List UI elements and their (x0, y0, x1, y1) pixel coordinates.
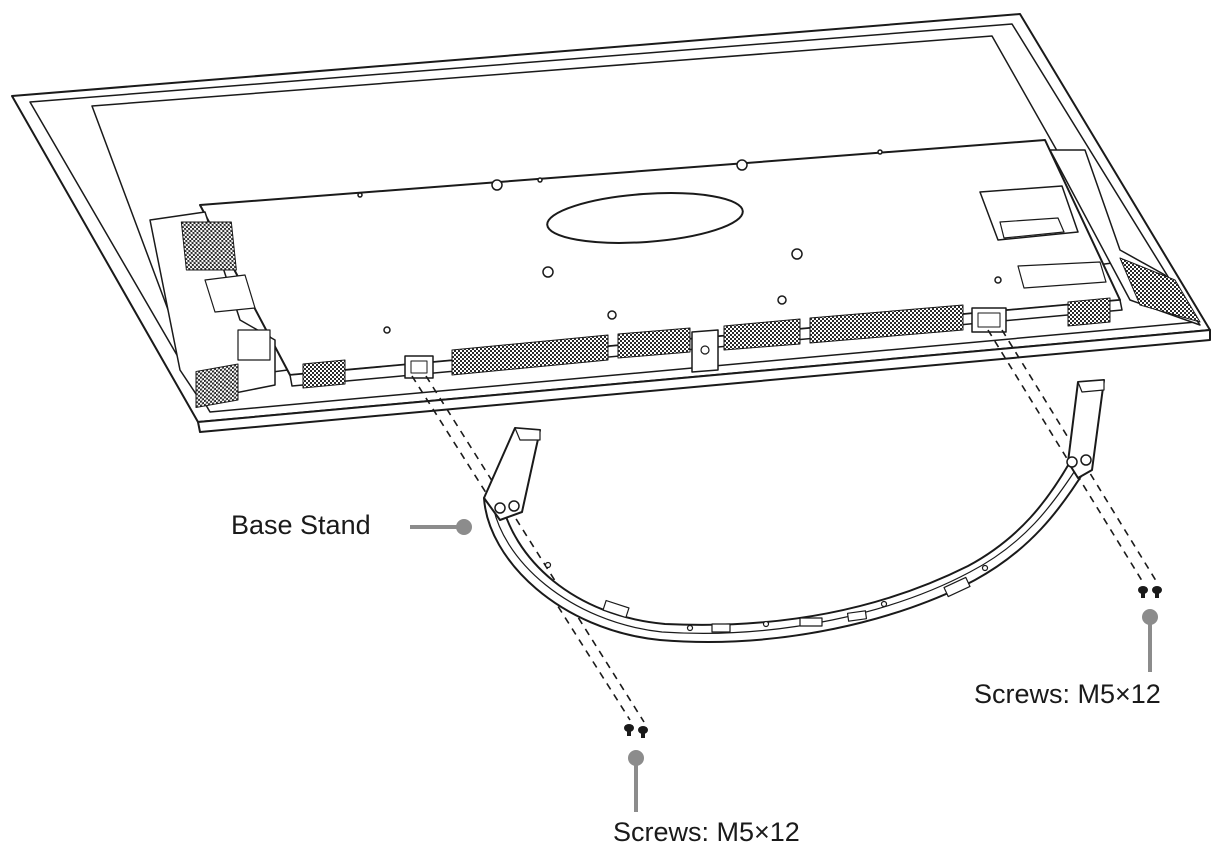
tv-speaker-grille-3 (723, 318, 801, 351)
screw-icon (624, 724, 634, 736)
screws-left (624, 724, 648, 738)
screws-left-label: Screws: M5×12 (613, 817, 800, 847)
tv-mounting-holes (357, 149, 1002, 334)
tv-bottom-edge (197, 329, 1211, 433)
base-stand-body (483, 461, 1086, 643)
screws-right-label: Screws: M5×12 (974, 679, 1161, 709)
base-stand-label: Base Stand (231, 510, 371, 540)
tv-speaker-grille-4 (809, 304, 964, 344)
base-stand-upright-right (1067, 379, 1105, 479)
tv-oval-cutout (546, 192, 744, 244)
tv-speaker-grille-2 (617, 327, 691, 359)
callout-base-stand-leader (410, 519, 472, 535)
screw-icon (638, 726, 648, 738)
screw-icon (1138, 586, 1148, 598)
base-stand-upright-left (483, 427, 541, 521)
tv-speaker-grille-1 (451, 334, 609, 376)
base-stand (483, 379, 1105, 643)
screw-icon (1152, 586, 1162, 598)
callout-screws-left-leader (628, 750, 644, 812)
tv-speaker-grille-6 (302, 359, 346, 389)
tv-speaker-grille-5 (1067, 297, 1111, 327)
callout-screws-right-leader (1142, 609, 1158, 672)
tv-connector-panel (979, 185, 1079, 241)
screws-right (1138, 586, 1162, 598)
tv-rear-panel (11, 13, 1211, 433)
